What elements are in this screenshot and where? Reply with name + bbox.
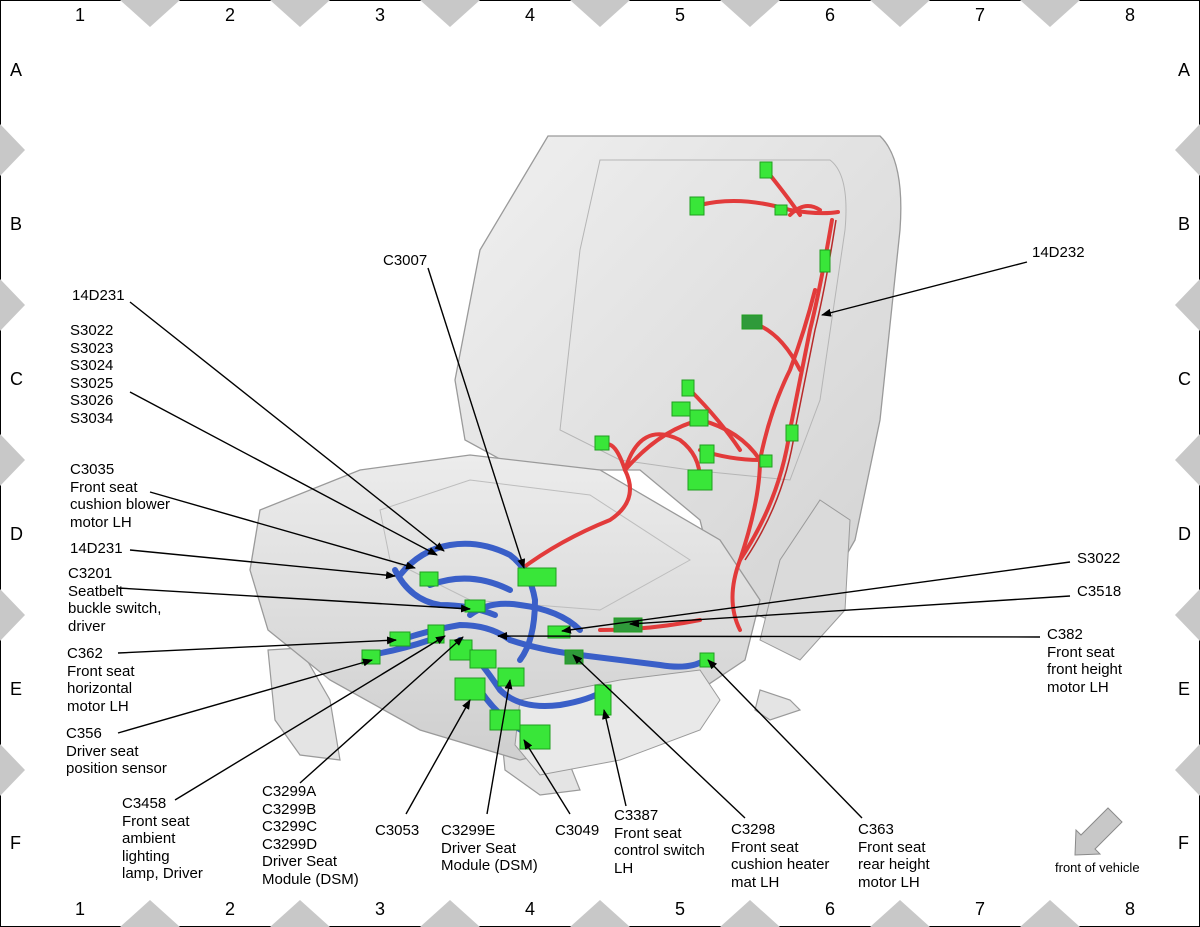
- grid-col-6-bottom: 6: [825, 899, 836, 919]
- grid-row-f-right: F: [1178, 833, 1189, 853]
- grid-col-6-top: 6: [825, 5, 836, 25]
- grid-row-b-right: B: [1178, 214, 1191, 234]
- grid-col-3-top: 3: [375, 5, 386, 25]
- label-c3387: C3387 Front seat control switch LH: [614, 807, 705, 877]
- grid-col-1-bottom: 1: [75, 899, 86, 919]
- seat-back-bolster: [759, 499, 851, 661]
- grid-col-7-top: 7: [975, 5, 986, 25]
- harness-seatback-shade: [744, 219, 837, 561]
- grid-col-4-bottom: 4: [525, 899, 536, 919]
- seat-side-trim: [514, 669, 721, 776]
- grid-col-8-bottom: 8: [1125, 899, 1136, 919]
- grid-row-a-left: A: [10, 60, 23, 80]
- grid-row-b-left: B: [10, 214, 23, 234]
- front-of-vehicle-label: front of vehicle: [1055, 860, 1140, 875]
- label-c3053: C3053: [375, 822, 420, 839]
- label-c356: C356 Driver seat position sensor: [66, 725, 167, 777]
- grid-row-e-left: E: [10, 679, 23, 699]
- label-c3049: C3049: [555, 822, 600, 839]
- grid-row-d-right: D: [1178, 524, 1191, 544]
- label-s3022-right: S3022: [1077, 550, 1121, 567]
- label-14d231-mid: 14D231: [70, 540, 123, 557]
- label-splices: S3022 S3023 S3024 S3025 S3026 S3034: [70, 322, 114, 427]
- grid-col-5-bottom: 5: [675, 899, 686, 919]
- grid-col-2-top: 2: [225, 5, 236, 25]
- label-14d231-top: 14D231: [72, 287, 125, 304]
- label-14d232: 14D232: [1032, 244, 1085, 261]
- grid-row-f-left: F: [10, 833, 21, 853]
- label-c3299e: C3299E Driver Seat Module (DSM): [441, 822, 538, 874]
- grid-row-e-right: E: [1178, 679, 1191, 699]
- label-c3035: C3035 Front seat cushion blower motor LH: [70, 461, 171, 531]
- grid-col-3-bottom: 3: [375, 899, 386, 919]
- label-c362: C362 Front seat horizontal motor LH: [67, 645, 135, 715]
- leader-lines: [117, 261, 1071, 819]
- grid-row-c-right: C: [1178, 369, 1191, 389]
- grid-row-a-right: A: [1178, 60, 1191, 80]
- label-c382: C382 Front seat front height motor LH: [1047, 626, 1123, 696]
- label-c363: C363 Front seat rear height motor LH: [858, 821, 930, 891]
- grid-col-4-top: 4: [525, 5, 536, 25]
- grid-col-2-bottom: 2: [225, 899, 236, 919]
- front-of-vehicle-icon: [1074, 807, 1123, 856]
- grid-col-7-bottom: 7: [975, 899, 986, 919]
- grid-col-1-top: 1: [75, 5, 86, 25]
- label-c3298: C3298 Front seat cushion heater mat LH: [731, 821, 830, 891]
- grid-col-5-top: 5: [675, 5, 686, 25]
- label-c3201: C3201 Seatbelt buckle switch, driver: [68, 565, 162, 635]
- grid-row-d-left: D: [10, 524, 23, 544]
- label-c3518: C3518: [1077, 583, 1122, 600]
- grid-col-8-top: 8: [1125, 5, 1136, 25]
- label-c3299abcd: C3299A C3299B C3299C C3299D Driver Seat …: [262, 783, 359, 888]
- label-c3458: C3458 Front seat ambient lighting lamp, …: [122, 795, 203, 882]
- label-c3007: C3007: [383, 252, 428, 269]
- grid-row-c-left: C: [10, 369, 23, 389]
